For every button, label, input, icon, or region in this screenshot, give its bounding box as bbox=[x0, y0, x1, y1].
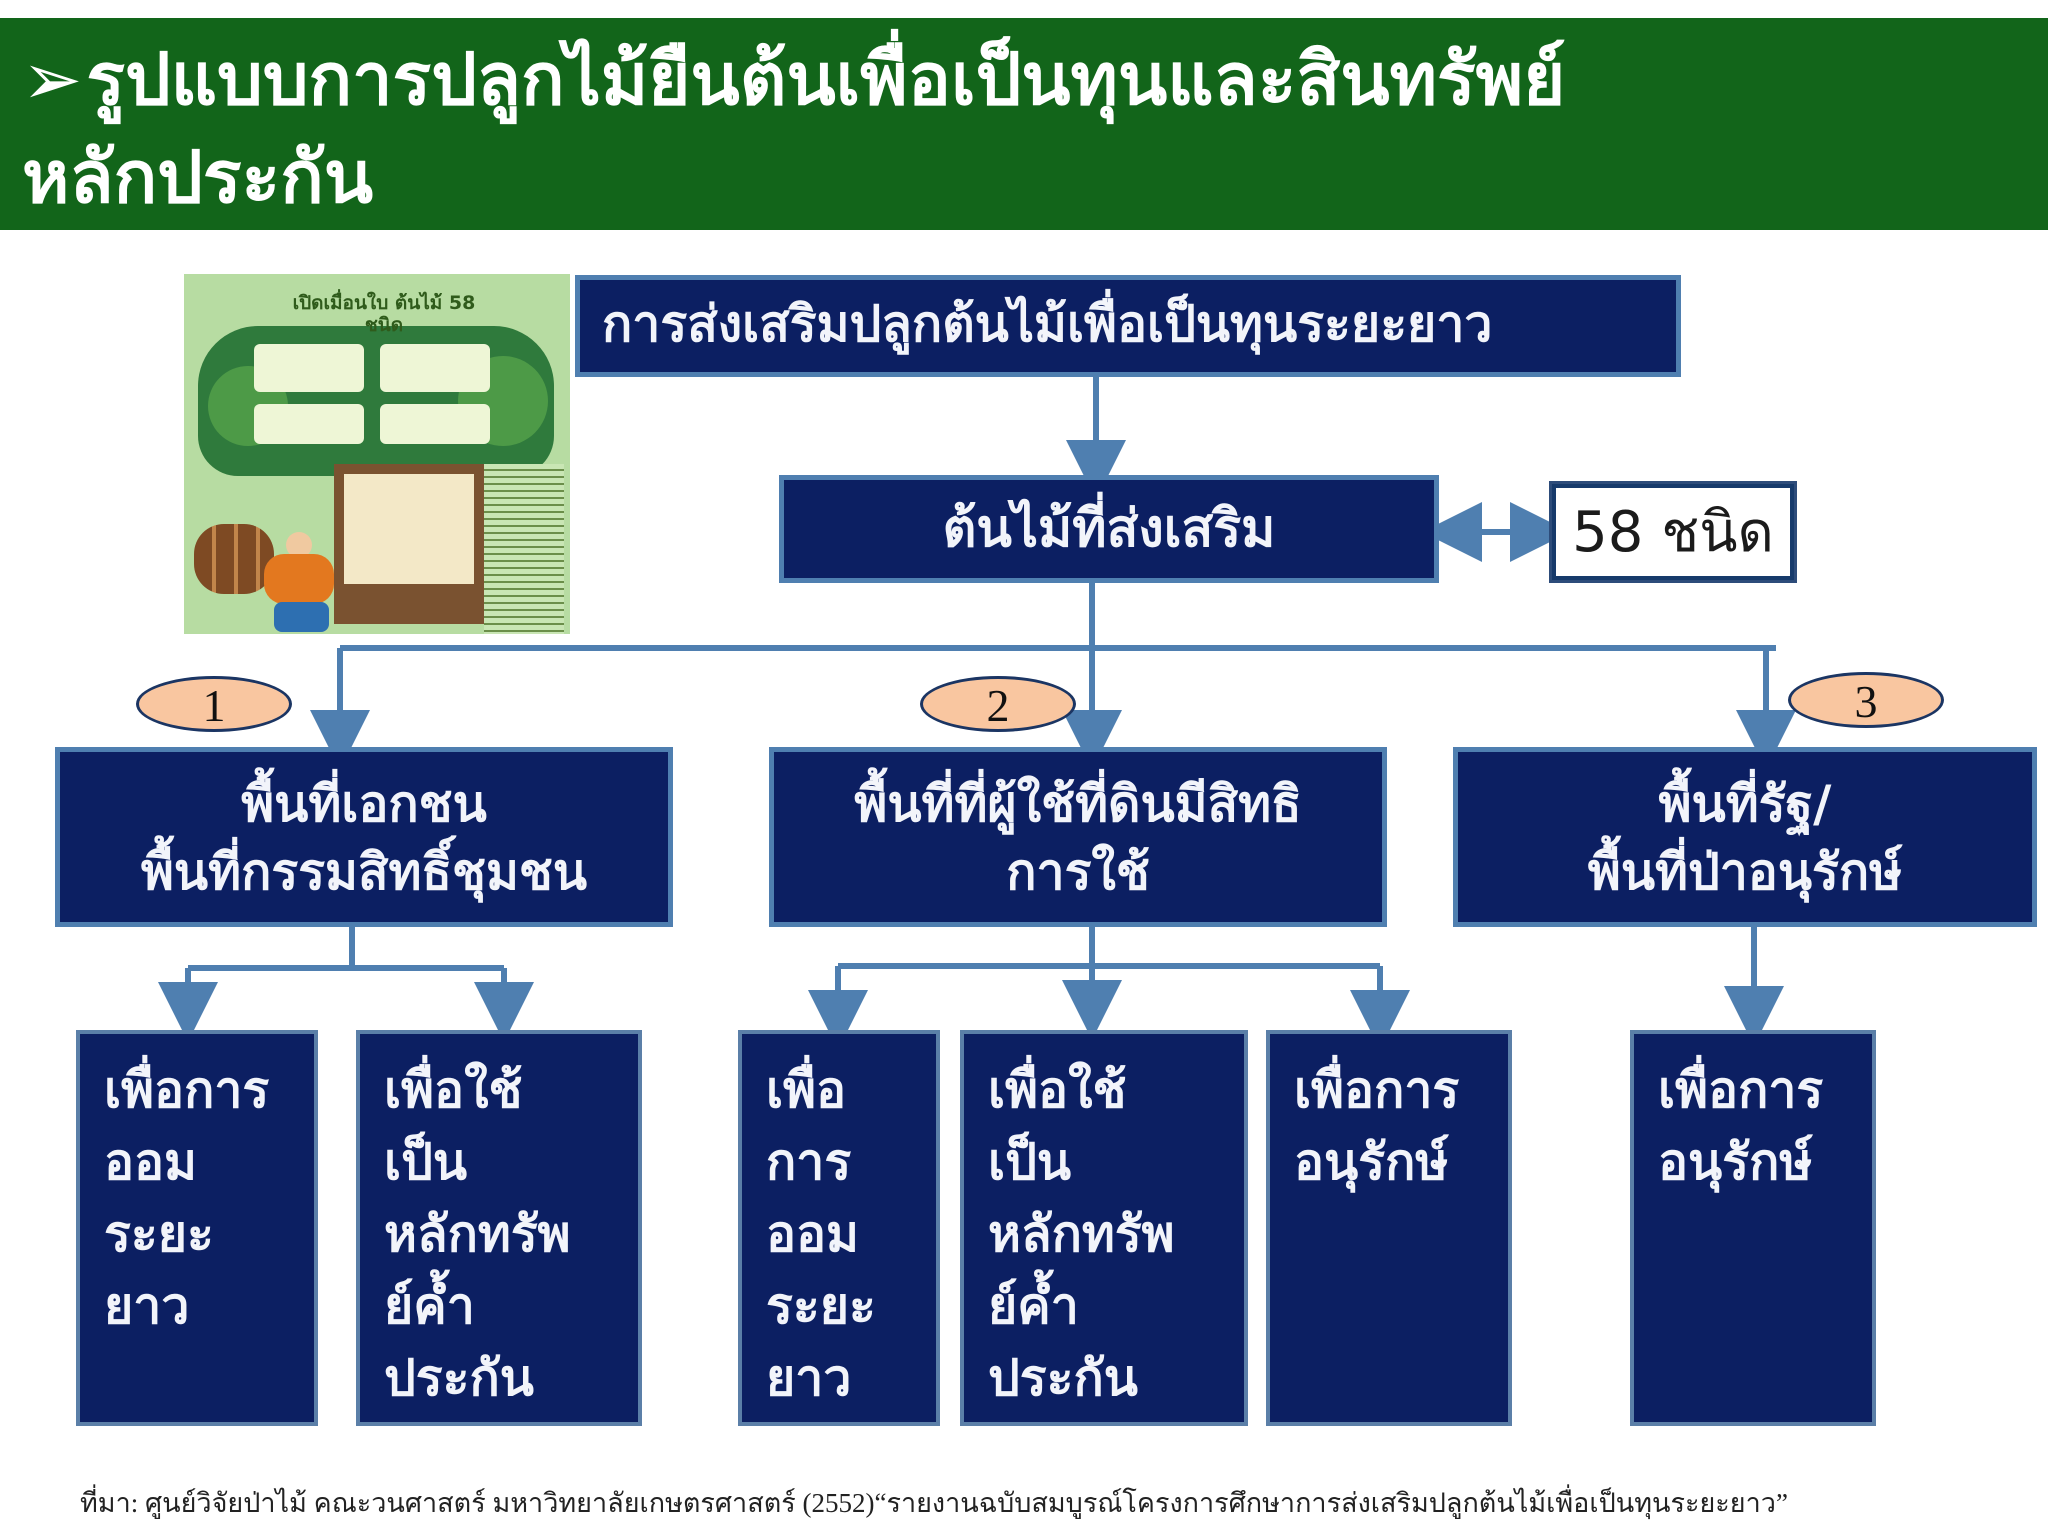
slide-title: ➢รูปแบบการปลูกไม้ยืนต้นเพื่อเป็นทุนและสิ… bbox=[22, 30, 2002, 226]
logs-icon bbox=[194, 524, 274, 594]
category-label: พื้นที่รัฐ/ พื้นที่ป่าอนุรักษ์ bbox=[1587, 775, 1903, 901]
purpose-box: เพื่อการ อนุรักษ์ bbox=[1634, 1034, 1872, 1422]
goal-box: การส่งเสริมปลูกต้นไม้เพื่อเป็นทุนระยะยาว bbox=[580, 280, 1676, 372]
title-line-1: ➢รูปแบบการปลูกไม้ยืนต้นเพื่อเป็นทุนและสิ… bbox=[22, 30, 2002, 128]
category-number: 1 bbox=[202, 680, 226, 731]
tree-infographic-image: เปิดเมื่อนใบ ต้นไม้ 58 ชนิด bbox=[184, 274, 570, 634]
purpose-box: เพื่อ การ ออม ระยะ ยาว bbox=[742, 1034, 936, 1422]
category-number-badge: 2 bbox=[920, 676, 1076, 732]
category-number: 2 bbox=[986, 680, 1010, 731]
goal-label: การส่งเสริมปลูกต้นไม้เพื่อเป็นทุนระยะยาว bbox=[602, 295, 1493, 353]
bullet-arrow-icon: ➢ bbox=[22, 37, 83, 121]
title-line-2: หลักประกัน bbox=[22, 135, 374, 219]
category-number-badge: 3 bbox=[1788, 672, 1944, 728]
source-citation: ที่มา: ศูนย์วิจัยป่าไม้ คณะวนศาสตร์ มหาว… bbox=[80, 1488, 1788, 1518]
purpose-box: เพื่อการ ออม ระยะ ยาว bbox=[80, 1034, 314, 1422]
infographic-heading: เปิดเมื่อนใบ ต้นไม้ 58 ชนิด bbox=[292, 292, 476, 336]
species-count-label: 58 ชนิด bbox=[1572, 500, 1774, 565]
species-count-box: 58 ชนิด bbox=[1552, 484, 1794, 580]
worker-planting-icon bbox=[254, 524, 344, 634]
category-number-badge: 1 bbox=[136, 676, 292, 732]
purpose-label: เพื่อการ อนุรักษ์ bbox=[1294, 1061, 1460, 1191]
purpose-box: เพื่อใช้ เป็น หลักทรัพ ย์ค้ำ ประกัน bbox=[360, 1034, 638, 1422]
purpose-label: เพื่อการ ออม ระยะ ยาว bbox=[104, 1061, 270, 1335]
category-label: พื้นที่ที่ผู้ใช้ที่ดินมีสิทธิ การใช้ bbox=[854, 775, 1302, 901]
title-bar bbox=[0, 18, 2048, 230]
promoted-trees-label: ต้นไม้ที่ส่งเสริม bbox=[942, 499, 1276, 559]
purpose-label: เพื่อ การ ออม ระยะ ยาว bbox=[766, 1061, 876, 1407]
purpose-label: เพื่อใช้ เป็น หลักทรัพ ย์ค้ำ ประกัน bbox=[988, 1061, 1175, 1407]
category-box-private-land: พื้นที่เอกชน พื้นที่กรรมสิทธิ์ชุมชน bbox=[60, 752, 668, 922]
purpose-box: เพื่อใช้ เป็น หลักทรัพ ย์ค้ำ ประกัน bbox=[964, 1034, 1244, 1422]
category-box-usage-rights: พื้นที่ที่ผู้ใช้ที่ดินมีสิทธิ การใช้ bbox=[774, 752, 1382, 922]
species-list-shape bbox=[484, 464, 564, 634]
purpose-label: เพื่อการ อนุรักษ์ bbox=[1658, 1061, 1824, 1191]
title-text-1: รูปแบบการปลูกไม้ยืนต้นเพื่อเป็นทุนและสิน… bbox=[86, 37, 1566, 121]
promoted-trees-box: ต้นไม้ที่ส่งเสริม bbox=[784, 480, 1434, 578]
category-number: 3 bbox=[1854, 676, 1878, 727]
purpose-box: เพื่อการ อนุรักษ์ bbox=[1270, 1034, 1508, 1422]
category-label: พื้นที่เอกชน พื้นที่กรรมสิทธิ์ชุมชน bbox=[140, 775, 588, 901]
category-box-state-land: พื้นที่รัฐ/ พื้นที่ป่าอนุรักษ์ bbox=[1458, 752, 2032, 922]
purpose-label: เพื่อใช้ เป็น หลักทรัพ ย์ค้ำ ประกัน bbox=[384, 1061, 571, 1407]
